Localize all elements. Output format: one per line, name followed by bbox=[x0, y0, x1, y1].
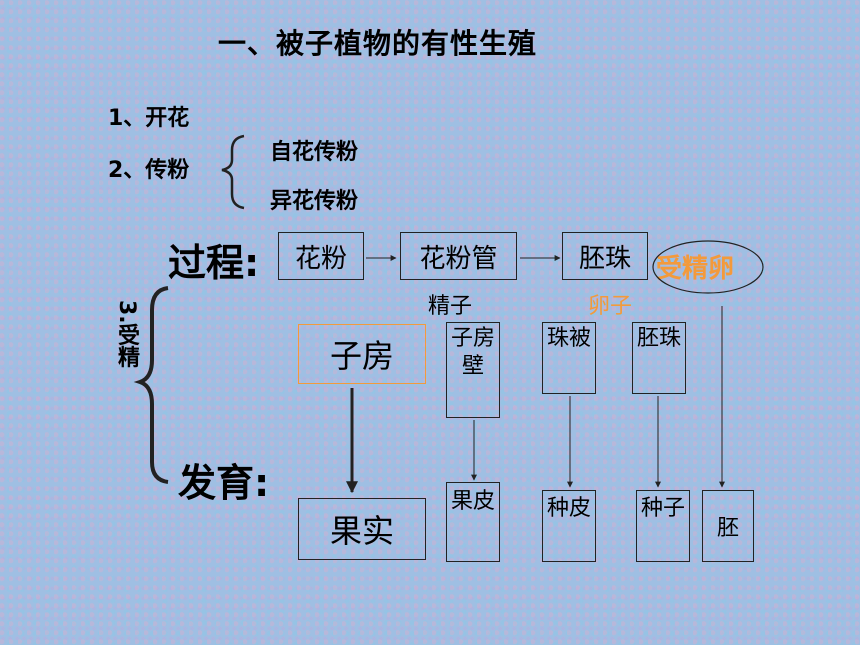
seed-box: 种子 bbox=[636, 490, 690, 562]
item-flowering: 1、开花 bbox=[108, 106, 190, 131]
integument-box: 珠被 bbox=[542, 322, 596, 394]
ovary-wall-box: 子房壁 bbox=[446, 322, 500, 418]
development-label: 发育: bbox=[178, 461, 270, 505]
egg-label: 卵子 bbox=[588, 294, 633, 319]
process-label: 过程: bbox=[168, 241, 260, 285]
page-title: 一、被子植物的有性生殖 bbox=[218, 27, 538, 60]
zygote-ellipse bbox=[652, 240, 764, 294]
fertilization-brace bbox=[133, 286, 169, 484]
ovule-structure-box: 胚珠 bbox=[632, 322, 686, 394]
pericarp-box: 果皮 bbox=[446, 482, 500, 562]
zygote-label: 受精卵 bbox=[656, 254, 735, 284]
pollen-box: 花粉 bbox=[278, 232, 364, 280]
pollination-brace bbox=[221, 134, 245, 210]
item-pollination: 2、传粉 bbox=[108, 158, 190, 183]
sperm-label: 精子 bbox=[428, 294, 473, 319]
fruit-box: 果实 bbox=[298, 498, 426, 560]
self-pollination: 自花传粉 bbox=[270, 140, 359, 165]
cross-pollination: 异花传粉 bbox=[270, 189, 359, 214]
seed-coat-box: 种皮 bbox=[542, 490, 596, 562]
embryo-box: 胚 bbox=[702, 490, 754, 562]
item-fertilization: 3.受精 bbox=[114, 300, 139, 368]
pollen-tube-box: 花粉管 bbox=[400, 232, 517, 280]
ovary-box: 子房 bbox=[298, 324, 426, 384]
ovule-box: 胚珠 bbox=[562, 232, 648, 280]
